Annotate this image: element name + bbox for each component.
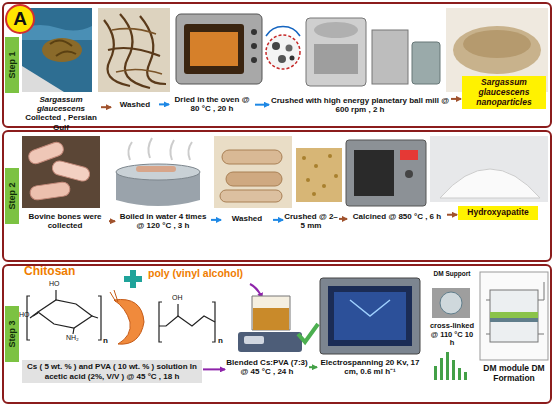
subscript-label: n (103, 336, 108, 345)
flow-arrow (203, 368, 225, 370)
flow-arrow (273, 219, 283, 221)
node-text: Sargassum glaucescens nanoparticles (465, 78, 543, 107)
flow-arrow (451, 98, 461, 100)
flow-arrow (309, 366, 317, 368)
step-caption: Calcined @ 850 °C , 6 h (348, 212, 446, 221)
ball-mill-picture (266, 18, 440, 86)
plus-sign (124, 270, 142, 288)
step-caption: Washed (112, 100, 158, 109)
washed-bones-photo (214, 136, 292, 208)
node-text: Washed (112, 100, 158, 109)
support-label: DM Support (430, 270, 474, 277)
node-text: Blended Cs:PVA (7:3) @ 45 °C , 24 h (226, 358, 308, 376)
node-text: Bovine bones were collected (22, 212, 108, 230)
node-text: DM Support (430, 270, 474, 277)
step-band: Step 1Sargassum glaucescensCollected , P… (2, 2, 552, 128)
node-text: Calcined @ 850 °C , 6 h (348, 212, 446, 221)
node-text: cross-linked @ 110 °C 10 h (428, 322, 476, 348)
step-caption: Washed (222, 214, 272, 223)
hydroxyapatite-powder-photo (430, 136, 548, 202)
oven-picture (176, 14, 262, 84)
node-text: Electrospanning 20 Kv, 17 cm, 0.6 ml h⁻¹ (318, 358, 422, 376)
step-tag: Step 3 (5, 306, 19, 362)
flow-arrow (211, 219, 221, 221)
shrimp-picture (110, 290, 144, 344)
subscript-label: n (218, 336, 223, 345)
magnetic-stirrer (238, 296, 302, 352)
step-caption: Bovine bones were collected (22, 212, 108, 230)
boiling-pot-picture (116, 138, 200, 206)
node-text: Crushed @ 2–5 mm (284, 212, 338, 230)
node-text: Dried in the oven @ 80 °C , 20 h (170, 95, 254, 113)
atom-label: NH₂ (66, 334, 79, 341)
atom-label: HO (19, 311, 30, 318)
dm-module-drawing (480, 272, 548, 360)
flow-arrow (101, 106, 111, 108)
product-box: Hydroxyapatite (458, 206, 538, 220)
solution-box: Cs ( 5 wt. % ) and PVA ( 10 wt. % ) solu… (22, 360, 202, 383)
flow-arrow (447, 214, 457, 216)
electrospinning-machine (320, 278, 420, 354)
atom-label: OH (172, 294, 183, 301)
node-text: DM module DM Formation (478, 364, 550, 384)
step-caption: cross-linked @ 110 °C 10 h (428, 322, 476, 348)
chitosan-title: Chitosan (24, 264, 75, 278)
flow-arrow (339, 218, 347, 220)
pva-structure (159, 302, 215, 342)
node-text: Crushed with high energy planetary ball … (270, 96, 450, 114)
seaweed-photo (98, 8, 170, 92)
bones-photo (22, 136, 100, 208)
flow-arrow (255, 104, 269, 106)
dm-support-image (432, 288, 470, 318)
step-caption: Electrospanning 20 Kv, 17 cm, 0.6 ml h⁻¹ (318, 358, 422, 376)
step-band: Step 3 Cs ( 5 wt. % ) and PVA ( 10 wt. % … (2, 264, 552, 404)
panel-letter: A (5, 4, 35, 34)
node-text: Sargassum glaucescens (22, 95, 100, 113)
product-box: Sargassum glaucescens nanoparticles (462, 76, 546, 109)
step-caption: Blended Cs:PVA (7:3) @ 45 °C , 24 h (226, 358, 308, 376)
node-text: A (13, 8, 27, 30)
step-caption: Sargassum glaucescensCollected , Persian… (22, 95, 100, 132)
node-text: Washed (222, 214, 272, 223)
node-text: Hydroxyapatite (461, 208, 535, 218)
step-tag: Step 1 (5, 37, 19, 93)
step-caption: Crushed with high energy planetary ball … (270, 96, 450, 114)
node-text: Collected , Persian Gulf (22, 113, 100, 131)
flow-arrow (159, 103, 169, 105)
node-text: Boiled in water 4 times @ 120 °C , 3 h (116, 212, 210, 230)
chitosan-structure (27, 290, 101, 340)
node-text: Cs ( 5 wt. % ) and PVA ( 10 wt. % ) solu… (26, 362, 198, 381)
furnace-picture (346, 140, 426, 206)
atom-label: HO (49, 280, 60, 287)
step-caption: Crushed @ 2–5 mm (284, 212, 338, 230)
module-caption: DM module DM Formation (478, 364, 550, 384)
pva-title: poly (vinyl alcohol) (148, 267, 243, 279)
step-tag: Step 2 (5, 168, 19, 224)
crushed-bones-photo (296, 148, 342, 202)
flow-arrow (109, 220, 115, 222)
step-band: Step 2Bovine bones were collected Boiled … (2, 130, 552, 262)
check-mark (298, 324, 318, 342)
chromatogram-bars (434, 352, 467, 380)
step-caption: Boiled in water 4 times @ 120 °C , 3 h (116, 212, 210, 230)
step-caption: Dried in the oven @ 80 °C , 20 h (170, 95, 254, 113)
